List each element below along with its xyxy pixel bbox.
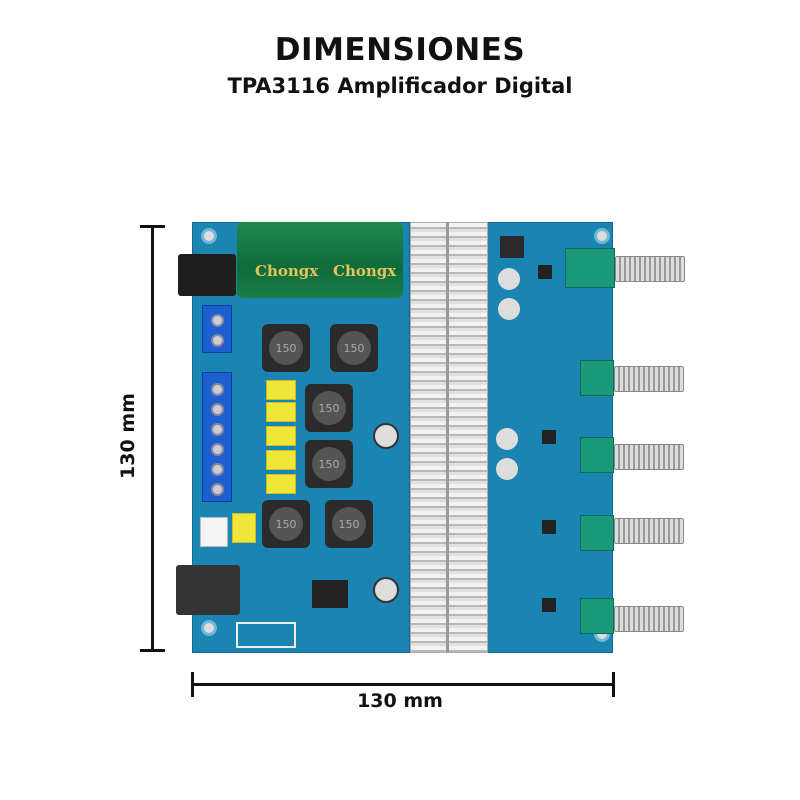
inductor-small [500,236,524,258]
ic-chip [312,580,348,608]
bass-potentiometer [580,515,614,551]
mount-hole [594,228,610,244]
width-tick-right [612,672,615,697]
small-capacitor [496,458,518,480]
film-capacitor [266,474,296,494]
film-capacitor [266,450,296,470]
width-dimension-line [192,683,614,686]
ic-chip [542,520,556,534]
ic-chip [538,265,552,279]
treble-potentiometer [580,360,614,396]
mount-hole [201,228,217,244]
inductor: 150 [330,324,378,372]
capacitor-logo: Chongx [255,262,319,280]
small-capacitor [373,577,399,603]
film-capacitor [266,426,296,446]
ic-chip [542,598,556,612]
potentiometer-shaft [615,256,685,282]
page-title: DIMENSIONES [274,32,526,68]
potentiometer-shaft [614,518,684,544]
power-terminal [202,305,232,353]
potentiometer-shaft [614,606,684,632]
small-capacitor [373,423,399,449]
height-tick-top [140,225,165,228]
audio-input-jack [176,565,240,615]
width-label: 130 mm [357,690,443,712]
inductor: 150 [325,500,373,548]
connector [200,517,228,547]
height-dimension-line [151,226,154,651]
height-tick-bottom [140,649,165,652]
volume-potentiometer [565,248,615,288]
potentiometer-shaft [614,444,684,470]
page-subtitle: TPA3116 Amplificador Digital [227,74,573,98]
heatsink-divider [446,222,449,653]
width-tick-left [191,672,194,697]
speaker-terminal [202,372,232,502]
sub-potentiometer [580,598,614,634]
film-capacitor [266,380,296,400]
dc-power-jack [178,254,236,296]
inductor: 150 [305,440,353,488]
ic-chip [542,430,556,444]
heatsink [410,222,488,653]
capacitor: Chongx Chongx [237,222,403,298]
film-capacitor [232,513,256,543]
bluetooth-antenna [236,622,296,648]
potentiometer-shaft [614,366,684,392]
inductor: 150 [262,324,310,372]
mid-potentiometer [580,437,614,473]
small-capacitor [498,298,520,320]
mount-hole [201,620,217,636]
small-capacitor [496,428,518,450]
inductor: 150 [262,500,310,548]
film-capacitor [266,402,296,422]
small-capacitor [498,268,520,290]
inductor: 150 [305,384,353,432]
capacitor-logo: Chongx [333,262,397,280]
